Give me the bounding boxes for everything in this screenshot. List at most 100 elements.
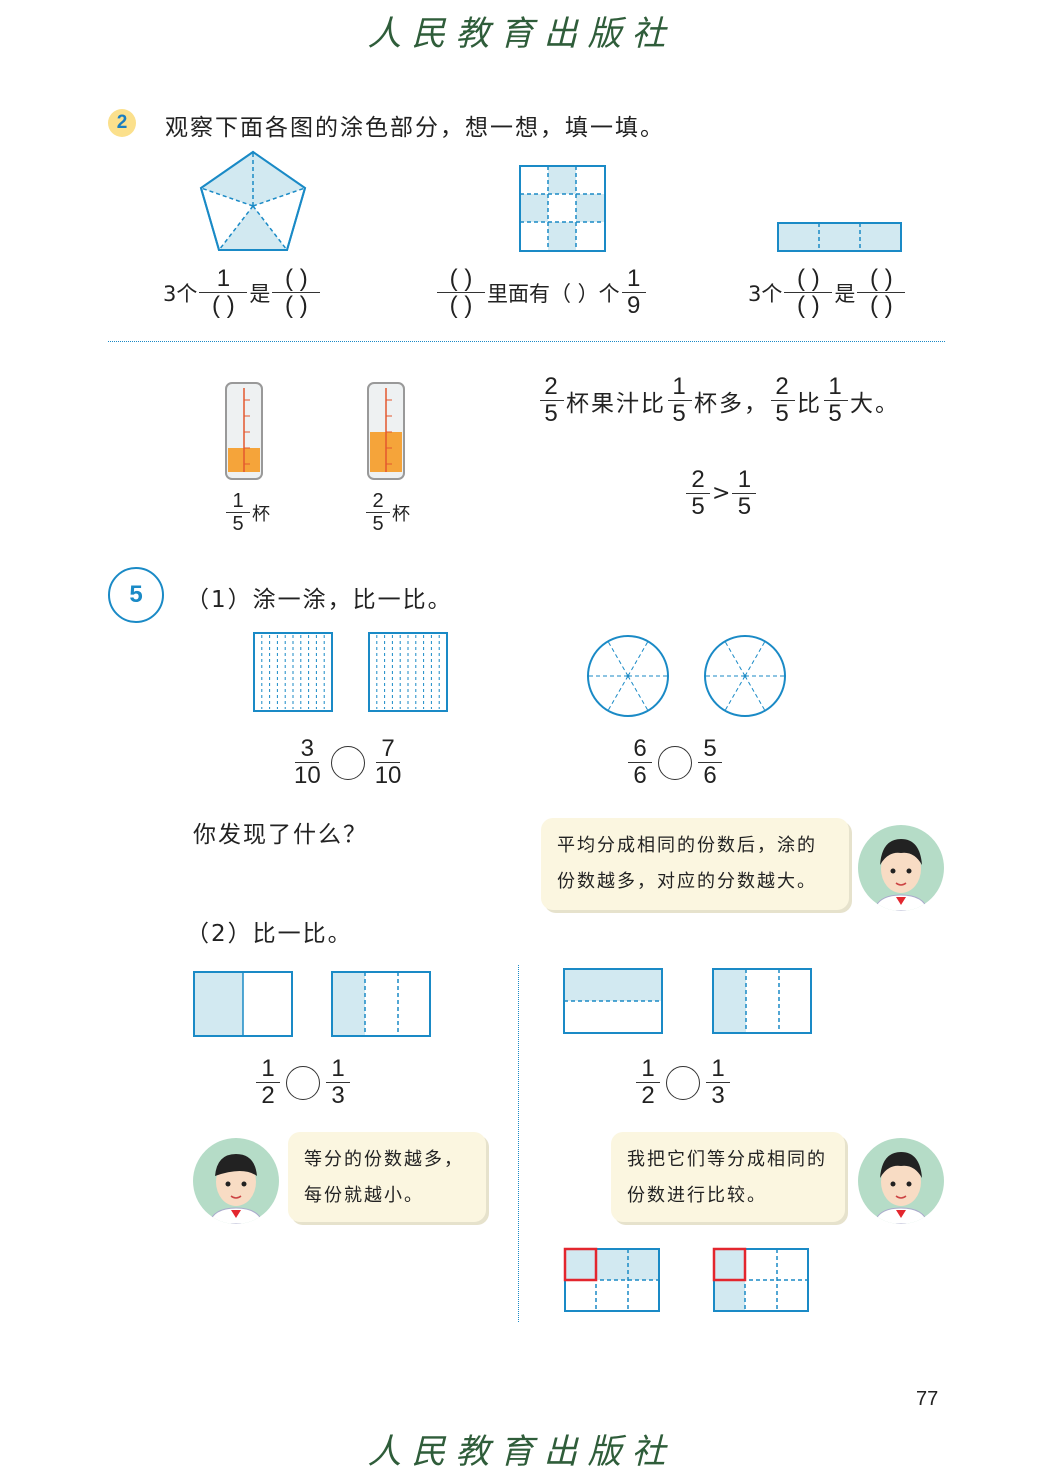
text: 比 xyxy=(797,390,822,417)
numerator-blank[interactable]: ( ) xyxy=(784,266,833,293)
publisher-logo-bottom: 人民教育出版社 xyxy=(367,1432,676,1472)
tenths-squares-figure[interactable] xyxy=(252,631,452,713)
denominator: 5 xyxy=(372,513,384,535)
denominator: 3 xyxy=(331,1082,345,1109)
denominator: 5 xyxy=(828,400,844,427)
fraction-blank[interactable]: ( )( ) xyxy=(857,266,906,319)
denominator: 5 xyxy=(672,400,688,427)
numerator: 1 xyxy=(824,374,848,401)
numerator: 1 xyxy=(256,1056,280,1083)
denominator-blank[interactable]: ( ) xyxy=(797,292,820,319)
juice-cup-1-icon xyxy=(225,382,263,480)
denominator-blank[interactable]: ( ) xyxy=(870,292,893,319)
fraction-blank[interactable]: ( )( ) xyxy=(437,266,485,319)
denominator: 5 xyxy=(775,400,791,427)
text: 大。 xyxy=(850,390,900,417)
numerator: 2 xyxy=(771,374,795,401)
numerator: 1 xyxy=(706,1056,730,1083)
speech-bubble-girl-2: 我把它们等分成相同的份数进行比较。 xyxy=(611,1132,845,1222)
numerator-blank[interactable]: ( ) xyxy=(437,266,485,293)
denominator: 6 xyxy=(703,762,717,789)
unit: 杯 xyxy=(392,503,410,525)
numerator-blank[interactable]: ( ) xyxy=(272,266,321,293)
text: 杯多， xyxy=(694,390,769,417)
pentagon-figure xyxy=(199,150,307,251)
text: 是 xyxy=(834,281,856,306)
compare-circle-blank[interactable] xyxy=(330,745,365,780)
fraction-blank[interactable]: ( )( ) xyxy=(784,266,833,319)
boy-avatar xyxy=(193,1138,279,1224)
numerator: 2 xyxy=(540,374,564,401)
numerator: 2 xyxy=(366,490,390,513)
part-2-title: （2）比一比。 xyxy=(186,921,353,947)
speech-bubble-boy: 等分的份数越多，每份就越小。 xyxy=(288,1132,486,1222)
unit: 杯 xyxy=(252,503,270,525)
page-number: 77 xyxy=(916,1388,939,1410)
question-text: 你发现了什么？ xyxy=(193,822,368,848)
sixths-comparison-figure xyxy=(563,1247,809,1312)
denominator-blank[interactable]: ( ) xyxy=(449,292,473,319)
text: 里面有（ ）个 xyxy=(487,281,620,306)
girl-avatar xyxy=(858,1138,944,1224)
strip-3-parts-figure xyxy=(777,222,902,252)
numerator: 6 xyxy=(628,736,652,763)
numerator-blank[interactable]: ( ) xyxy=(857,266,906,293)
compare-circle-blank[interactable] xyxy=(286,1065,320,1100)
part-1-title: （1）涂一涂，比一比。 xyxy=(186,587,453,613)
halves-thirds-figure-right xyxy=(563,968,812,1034)
juice-cup-2-icon xyxy=(367,382,405,480)
denominator: 2 xyxy=(261,1082,275,1109)
text: 3个 xyxy=(163,281,198,306)
greater-than-sign: > xyxy=(712,481,731,506)
denominator-blank[interactable]: ( ) xyxy=(212,292,235,319)
denominator: 2 xyxy=(641,1082,655,1109)
numerator: 3 xyxy=(295,736,320,763)
denominator-blank[interactable]: ( ) xyxy=(285,292,308,319)
publisher-logo-top: 人民教育出版社 xyxy=(367,14,676,54)
numerator: 5 xyxy=(698,736,722,763)
denominator: 5 xyxy=(544,400,560,427)
exercise-2-instruction: 观察下面各图的涂色部分，想一想，填一填。 xyxy=(165,115,665,141)
fill-blank-1: 3个 1( ) 是 ( )( ) xyxy=(163,266,322,319)
compare-circle-blank[interactable] xyxy=(658,745,692,780)
compare-circle-blank[interactable] xyxy=(666,1065,700,1100)
denominator: 5 xyxy=(691,493,705,520)
speech-bubble-girl-1: 平均分成相同的份数后，涂的份数越多，对应的分数越大。 xyxy=(541,818,849,910)
denominator: 10 xyxy=(374,762,402,789)
text: 是 xyxy=(249,281,271,306)
numerator: 1 xyxy=(636,1056,660,1083)
numerator: 1 xyxy=(326,1056,350,1083)
numerator: 1 xyxy=(226,490,250,513)
section-divider xyxy=(108,341,945,342)
sixths-circles-figure[interactable] xyxy=(586,634,790,720)
halves-thirds-figure-left xyxy=(193,971,431,1037)
numerator: 2 xyxy=(686,467,710,494)
exercise-5-badge: 5 xyxy=(108,567,164,623)
exercise-2-badge: 2 xyxy=(108,109,136,137)
fraction-blank[interactable]: ( )( ) xyxy=(272,266,321,319)
text: 3个 xyxy=(748,281,783,306)
numerator: 1 xyxy=(199,266,248,293)
